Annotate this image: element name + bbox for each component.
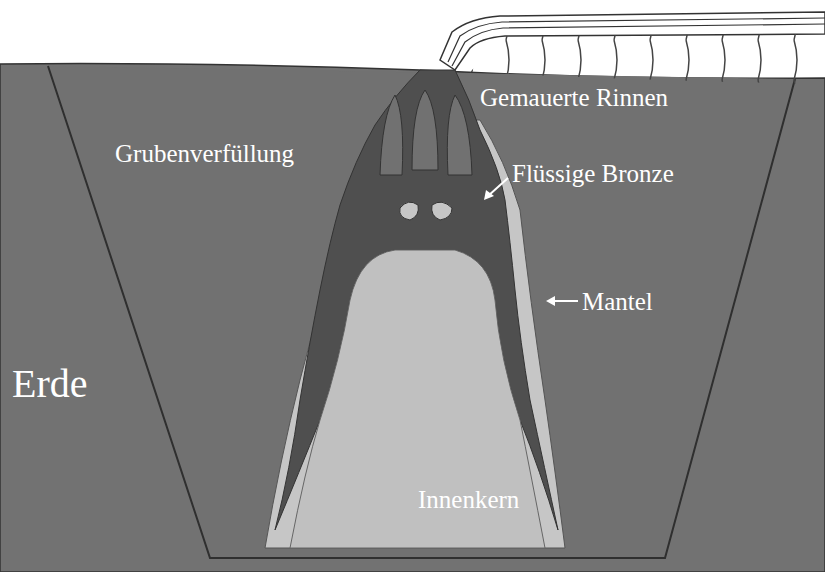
- mantle-label: Mantel: [582, 288, 653, 316]
- arrow-head: [546, 296, 555, 306]
- inner-core: [290, 250, 545, 548]
- leader-line: [488, 178, 508, 196]
- gutter-label: Gemauerte Rinnen: [480, 84, 668, 112]
- riser-gap: [380, 95, 403, 175]
- earth-label: Erde: [12, 362, 88, 406]
- core-label: Innenkern: [418, 486, 519, 514]
- crown-loop: [400, 202, 419, 220]
- riser-gap: [447, 95, 472, 175]
- backfill-label: Grubenverfüllung: [115, 140, 294, 168]
- ground: [0, 64, 825, 572]
- crown-loop: [432, 202, 452, 220]
- bronze-label: Flüssige Bronze: [512, 160, 674, 188]
- arrow-head: [484, 190, 494, 200]
- pit-outline: [48, 66, 795, 558]
- riser-gap: [412, 90, 438, 170]
- gutter-segments: [470, 34, 825, 84]
- leader-line: [552, 300, 578, 302]
